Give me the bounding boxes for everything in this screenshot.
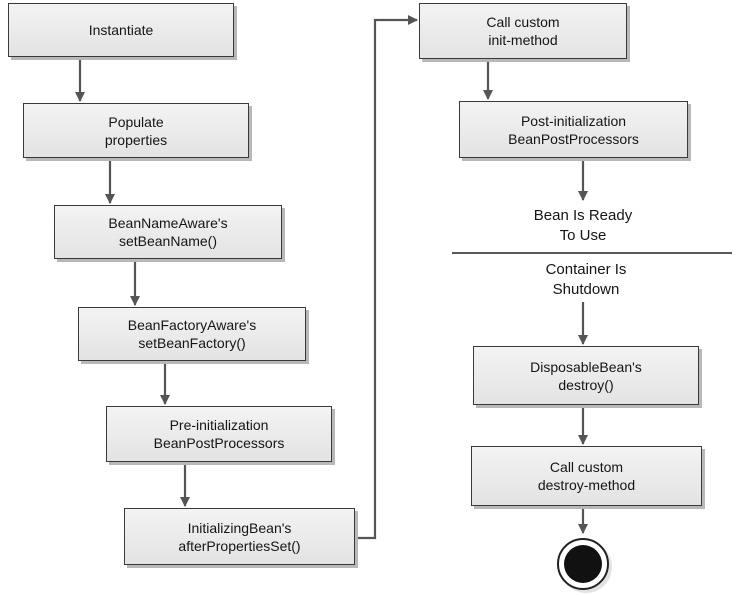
step-custominit-line2: init-method bbox=[488, 32, 558, 48]
step-beannameaware-line1: BeanNameAware's bbox=[108, 215, 228, 231]
step-disposablebean-line2: destroy() bbox=[558, 376, 614, 393]
step-custominit-line1: Call custom bbox=[486, 14, 560, 30]
step-initializingbean-line1: InitializingBean's bbox=[187, 519, 292, 536]
step-instantiate-label: Instantiate bbox=[88, 22, 154, 38]
step-postinit-line1: Post-initialization bbox=[520, 112, 627, 129]
note-container-shutdown: Container Is Shutdown bbox=[486, 260, 686, 300]
note-shutdown-line1: Container Is bbox=[545, 261, 627, 278]
note-shutdown-line2: Shutdown bbox=[552, 281, 620, 298]
step-beannameaware: BeanNameAware's setBeanName() bbox=[54, 205, 282, 259]
step-custom-init-method: Call custom init-method bbox=[419, 3, 627, 59]
step-disposablebean: DisposableBean's destroy() bbox=[473, 346, 699, 405]
step-beannameaware-line2: setBeanName() bbox=[118, 233, 218, 249]
step-beanfactoryaware-line1: BeanFactoryAware's bbox=[127, 317, 257, 333]
step-customdestroy-line2: destroy-method bbox=[537, 477, 636, 493]
step-beanfactoryaware: BeanFactoryAware's setBeanFactory() bbox=[78, 307, 306, 361]
step-initializingbean: InitializingBean's afterPropertiesSet() bbox=[124, 508, 355, 565]
step-disposablebean-line1: DisposableBean's bbox=[530, 358, 642, 375]
step-populate-line1: Populate bbox=[108, 113, 164, 130]
step-beanfactoryaware-line2: setBeanFactory() bbox=[138, 335, 246, 351]
arrow-initializingbean-to-custominit bbox=[355, 15, 418, 540]
note-bean-ready: Bean Is Ready To Use bbox=[483, 206, 683, 246]
note-ready-line1: Bean Is Ready bbox=[533, 207, 633, 224]
step-preinit-line1: Pre-initialization bbox=[169, 417, 269, 433]
step-customdestroy-line1: Call custom bbox=[549, 459, 624, 475]
step-pre-initialization: Pre-initialization BeanPostProcessors bbox=[106, 406, 332, 462]
step-post-initialization: Post-initialization BeanPostProcessors bbox=[459, 101, 688, 158]
end-node bbox=[557, 538, 612, 593]
step-instantiate: Instantiate bbox=[8, 3, 234, 57]
step-postinit-line2: BeanPostProcessors bbox=[508, 130, 639, 147]
step-populate-line2: properties bbox=[104, 131, 168, 148]
step-initializingbean-line2: afterPropertiesSet() bbox=[178, 537, 301, 554]
step-populate-properties: Populate properties bbox=[23, 103, 249, 158]
step-preinit-line2: BeanPostProcessors bbox=[153, 435, 285, 451]
note-ready-line2: To Use bbox=[559, 227, 607, 244]
step-custom-destroy-method: Call custom destroy-method bbox=[471, 446, 702, 506]
